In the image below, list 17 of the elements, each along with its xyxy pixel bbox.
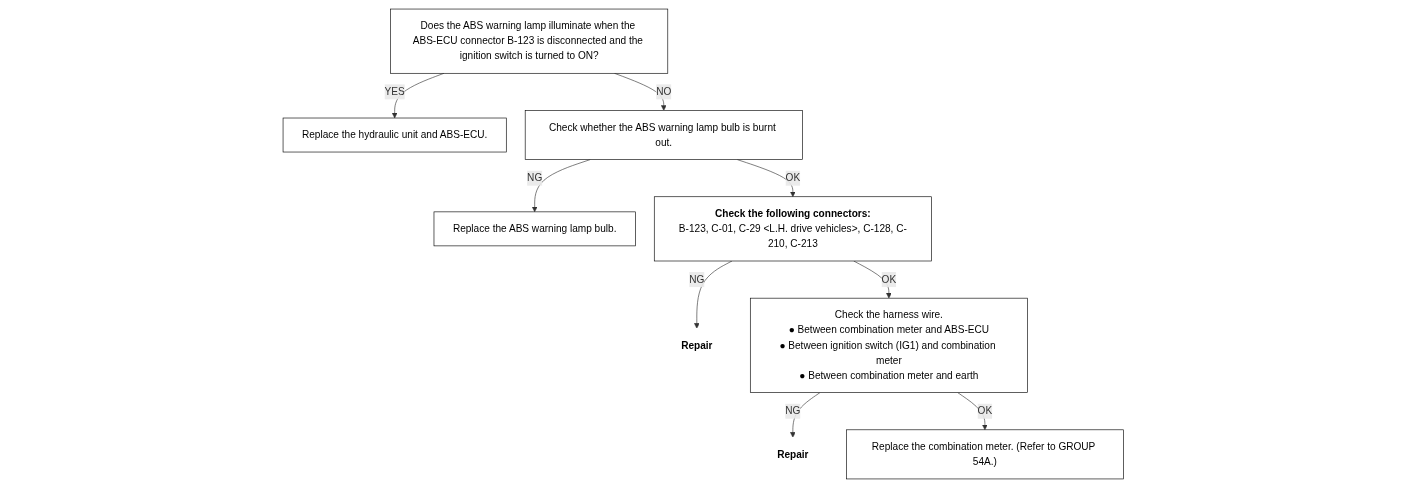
node-box: Replace the combination meter. (Refer to GROUP 54A.): [846, 429, 1125, 479]
node-box: Replace the ABS warning lamp bulb.: [433, 211, 636, 246]
node-box: Check the following connectors: B-123, C-01, C-29 <L.H. drive vehicles>, C-128, C-210, C-213: [654, 195, 932, 261]
edge-label: NG: [689, 273, 705, 285]
edge-label: YES: [384, 85, 405, 97]
node-box: Does the ABS warning lamp illuminate when the ABS-ECU connector B-123 is disconnected and the ignition switch is turned to ON?: [390, 8, 669, 74]
edge-label: NG: [527, 172, 543, 183]
edge-label: OK: [977, 405, 993, 416]
edge-label: OK: [881, 273, 897, 285]
node-text: Repair: [681, 339, 713, 350]
edge-label: NG: [785, 405, 801, 416]
edge-label: NO: [656, 85, 672, 97]
node-box: Check whether the ABS warning lamp bulb is burnt out.: [525, 109, 803, 160]
node-box: Check the harness wire. ● Between combination meter and ABS-ECU ● Between ignition switch (IG1) and combination meter ● Between combination meter and earth: [750, 297, 1028, 393]
node-text: Repair: [777, 448, 809, 459]
edge-label: OK: [785, 172, 801, 183]
node-box: Replace the hydraulic unit and ABS-ECU.: [282, 117, 507, 152]
